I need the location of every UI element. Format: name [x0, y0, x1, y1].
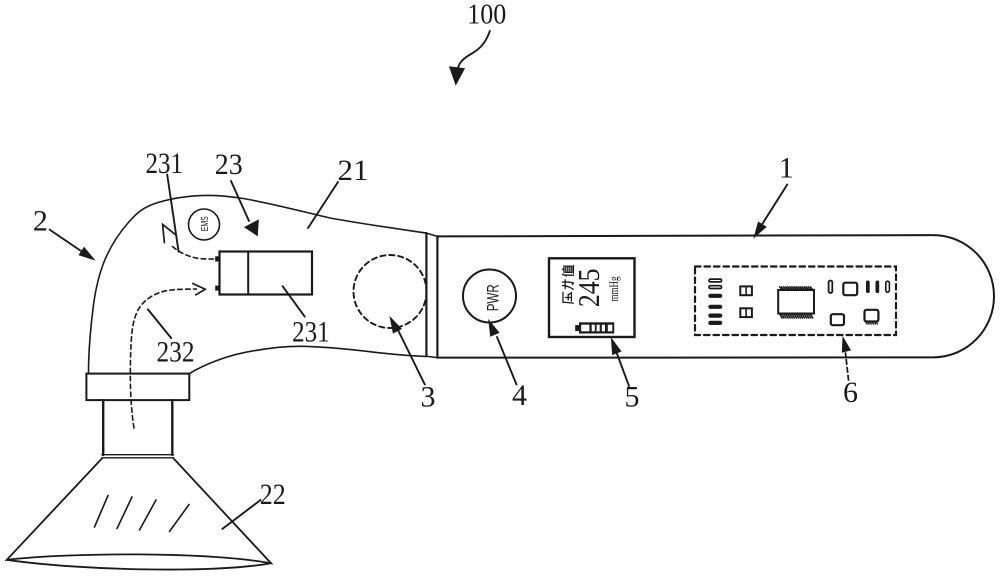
svg-text:5: 5	[625, 381, 640, 414]
svg-text:2: 2	[33, 205, 48, 238]
svg-text:PWR: PWR	[483, 284, 502, 311]
svg-text:232: 232	[157, 335, 195, 368]
svg-text:22: 22	[260, 478, 286, 511]
svg-text:1: 1	[779, 151, 794, 184]
svg-text:21: 21	[338, 154, 369, 187]
svg-text:4: 4	[512, 379, 527, 412]
svg-text:3: 3	[421, 381, 436, 414]
svg-text:mmHg: mmHg	[606, 276, 621, 301]
svg-text:6: 6	[843, 376, 858, 409]
svg-text:245: 245	[571, 269, 606, 308]
svg-text:EMS: EMS	[200, 216, 211, 231]
svg-text:231: 231	[145, 147, 183, 180]
svg-text:231: 231	[292, 315, 330, 348]
svg-text:23: 23	[215, 148, 243, 181]
svg-text:100: 100	[467, 0, 506, 30]
